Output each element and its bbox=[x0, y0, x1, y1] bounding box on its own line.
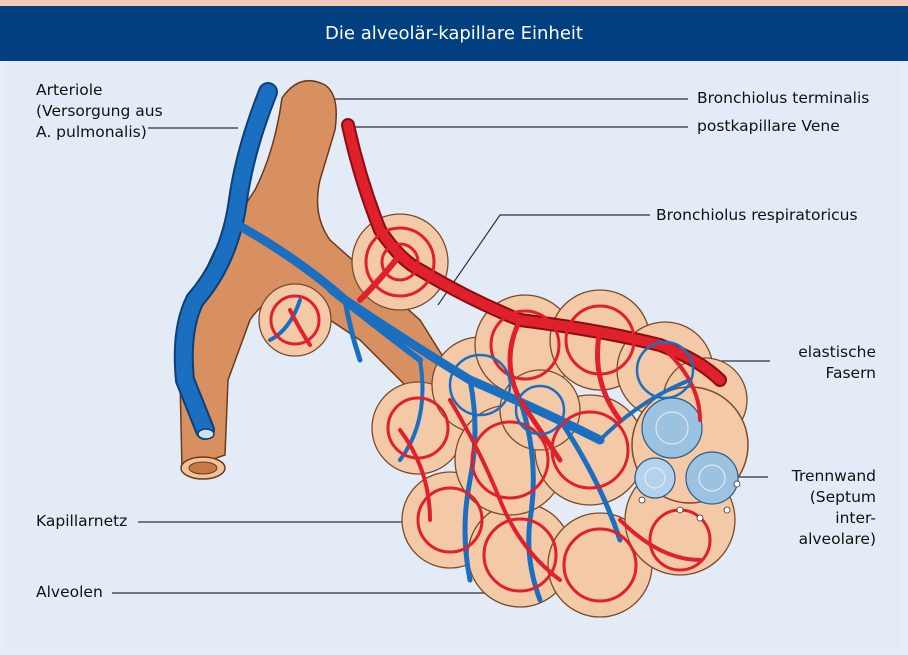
label-trennwand-line3: inter- bbox=[792, 508, 876, 529]
label-elastische-line2: Fasern bbox=[798, 363, 876, 384]
label-arteriole-line3: A. pulmonalis) bbox=[36, 122, 163, 143]
label-postkapillare-vene: postkapillare Vene bbox=[697, 116, 840, 137]
label-trennwand-line2: (Septum bbox=[792, 487, 876, 508]
label-arteriole: Arteriole (Versorgung aus A. pulmonalis) bbox=[36, 80, 163, 143]
label-trennwand-line4: alveolare) bbox=[792, 529, 876, 550]
label-bronchiolus-terminalis: Bronchiolus terminalis bbox=[697, 88, 869, 109]
label-alveolen: Alveolen bbox=[36, 582, 103, 603]
label-arteriole-line2: (Versorgung aus bbox=[36, 101, 163, 122]
label-arteriole-line1: Arteriole bbox=[36, 80, 163, 101]
label-kapillarnetz: Kapillarnetz bbox=[36, 511, 127, 532]
label-trennwand: Trennwand (Septum inter- alveolare) bbox=[792, 466, 876, 550]
septum-interalveolare-shape bbox=[632, 387, 748, 504]
label-bronchiolus-respiratoricus: Bronchiolus respiratoricus bbox=[656, 205, 858, 226]
label-trennwand-line1: Trennwand bbox=[792, 466, 876, 487]
label-elastische-fasern: elastische Fasern bbox=[798, 342, 876, 384]
label-elastische-line1: elastische bbox=[798, 342, 876, 363]
